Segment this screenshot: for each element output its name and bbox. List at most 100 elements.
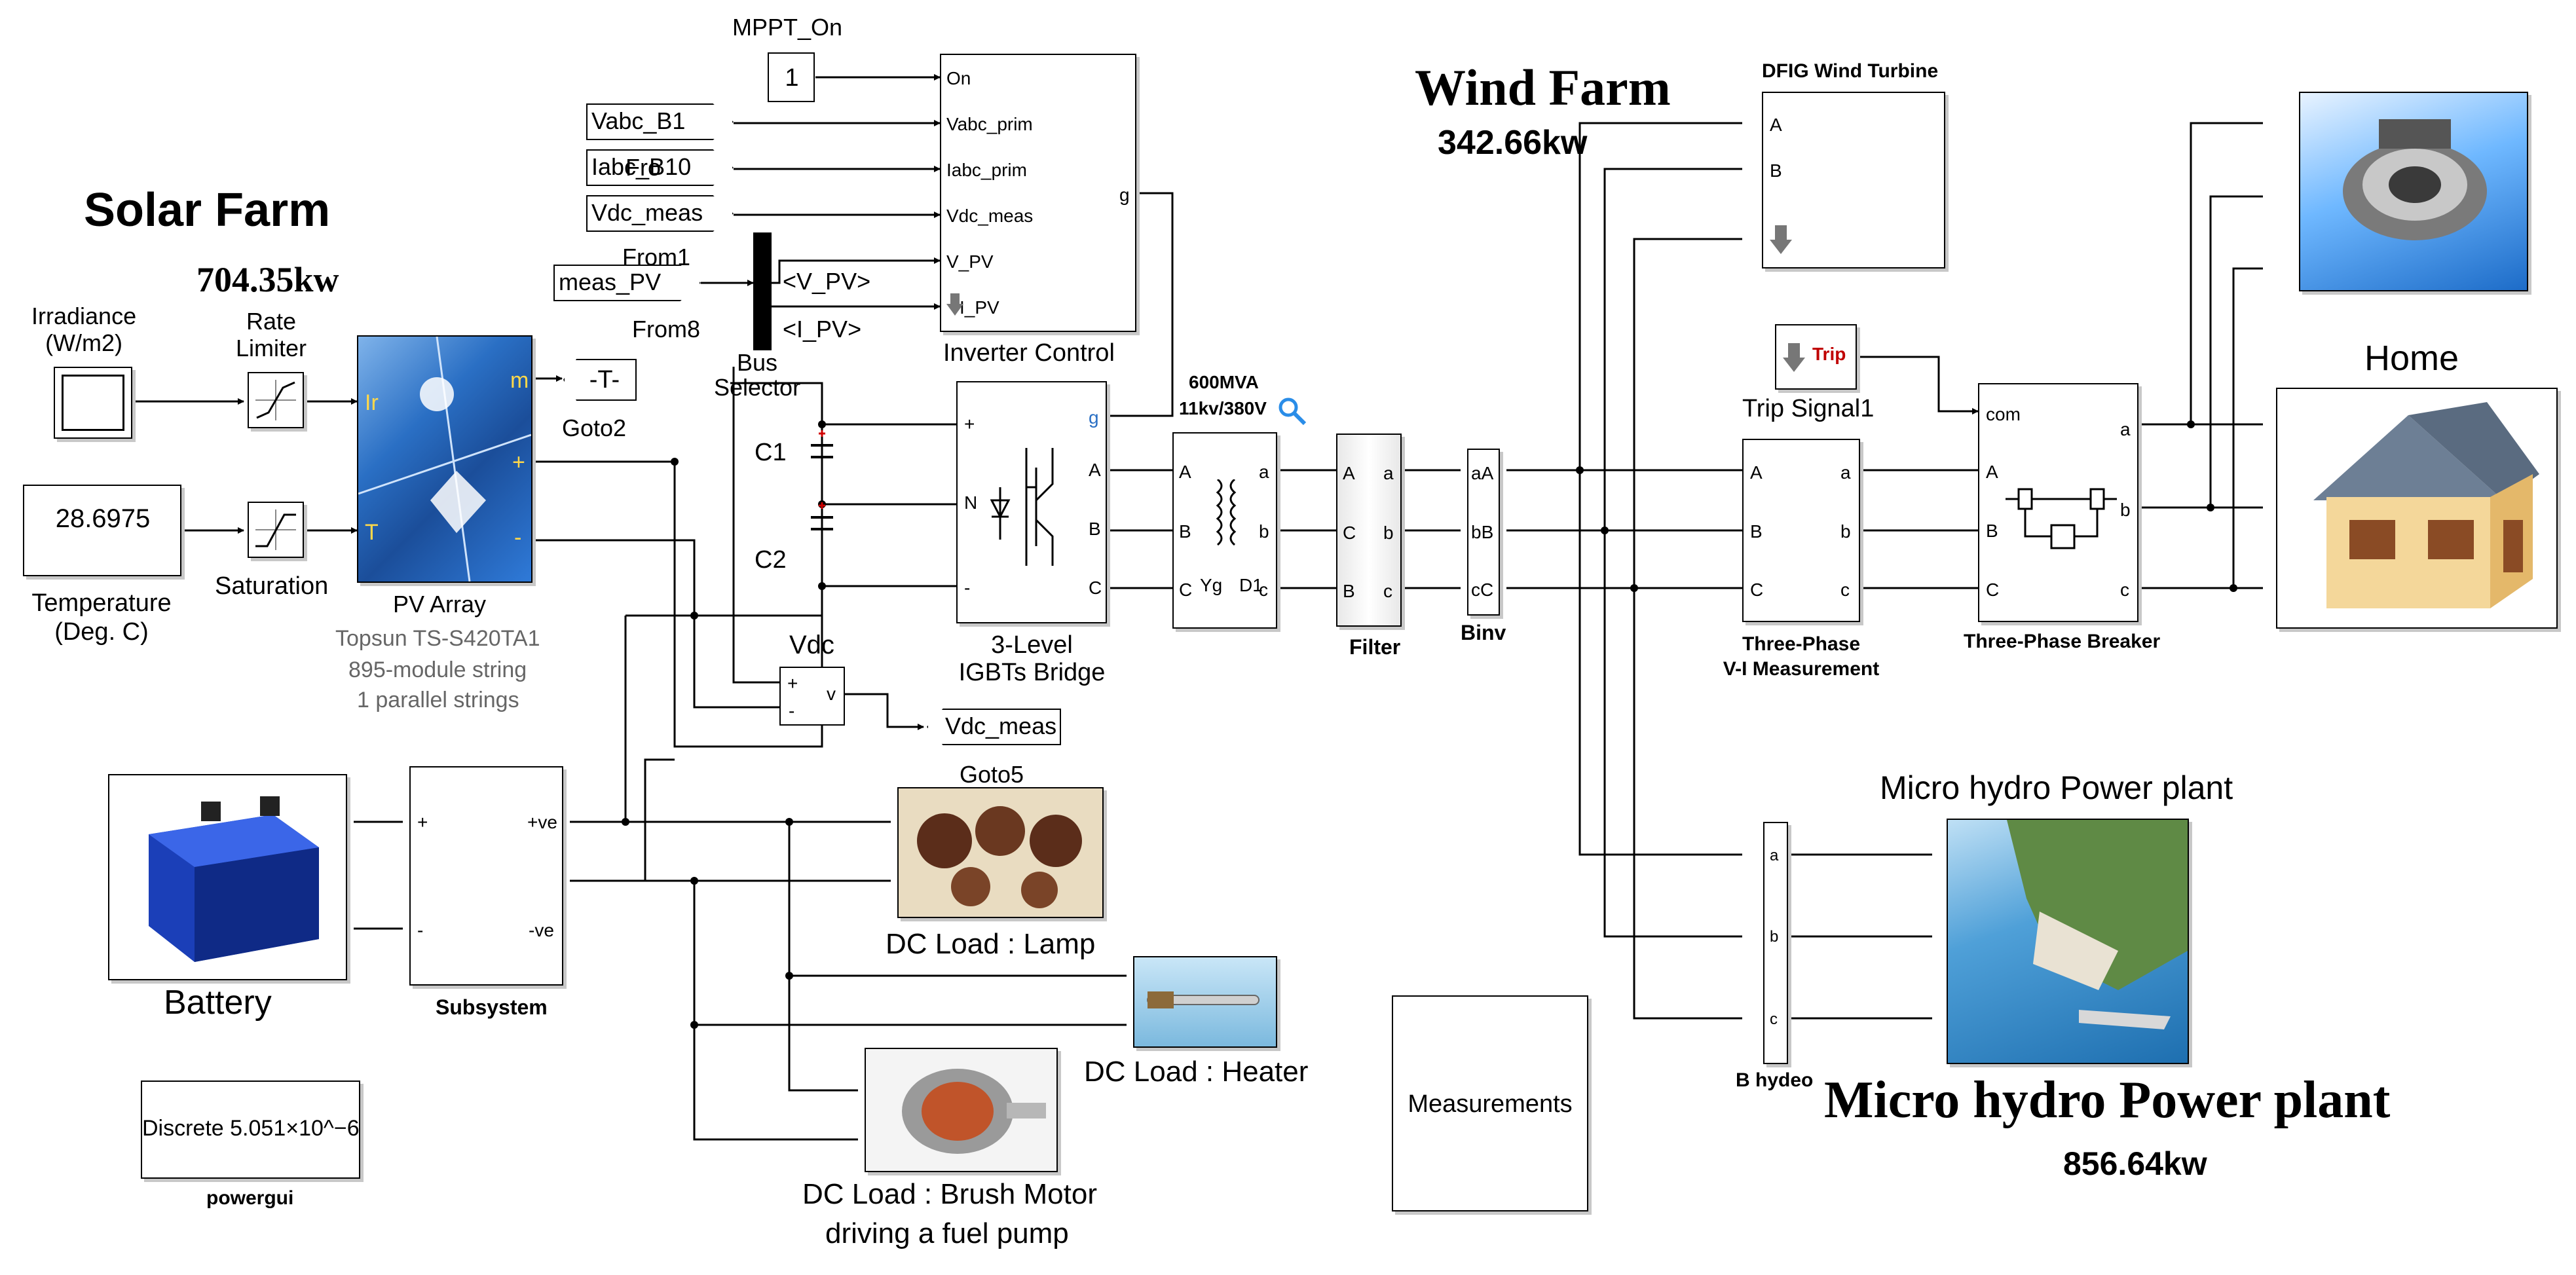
ic-port-ipv: I_PV bbox=[960, 297, 999, 318]
pv-array-block[interactable]: Ir T m + - bbox=[357, 335, 532, 583]
tr-yg: Yg bbox=[1200, 575, 1223, 595]
trip-signal-label: Trip Signal1 bbox=[1742, 395, 1875, 422]
from-meas-pv-tag[interactable]: meas_PV bbox=[553, 265, 701, 301]
zoom-icon[interactable] bbox=[1277, 396, 1307, 426]
pv-array-desc1: Topsun TS-S420TA1 bbox=[335, 626, 540, 651]
ic-port-on: On bbox=[946, 68, 971, 88]
transformer-rating2: 11kv/380V bbox=[1179, 398, 1267, 418]
from8-label: From8 bbox=[632, 316, 701, 342]
house-icon bbox=[2313, 402, 2539, 608]
temperature-label: Temperature (Deg. C) bbox=[31, 589, 172, 646]
three-phase-breaker-block[interactable]: com A B C a b c bbox=[1978, 383, 2138, 622]
dc-load-motor-image bbox=[865, 1048, 1058, 1172]
wind-farm-title: Wind Farm bbox=[1415, 59, 1671, 116]
saturation-icon bbox=[255, 509, 296, 550]
trip-tag: Trip bbox=[1812, 344, 1846, 364]
goto2-label: Goto2 bbox=[562, 415, 627, 441]
three-phase-breaker-label: Three-Phase Breaker bbox=[1964, 631, 2161, 652]
trip-signal-block[interactable]: Trip bbox=[1775, 324, 1857, 390]
measurements-label: Measurements bbox=[1408, 1090, 1573, 1118]
dfig-port-a: A bbox=[1770, 115, 1782, 135]
mppt-on-label: MPPT_On bbox=[732, 14, 843, 41]
bus-selector-block[interactable] bbox=[753, 232, 772, 350]
breaker-port-com: com bbox=[1986, 404, 2021, 424]
filter-port-a2: a bbox=[1383, 463, 1394, 483]
bus-selector-out1: <V_PV> bbox=[783, 268, 871, 295]
filter-port-c2: c bbox=[1383, 581, 1392, 601]
bus-selector-label: Bus Selector bbox=[714, 349, 801, 401]
temperature-constant-block[interactable]: 28.6975 bbox=[23, 485, 181, 576]
saturation-block[interactable] bbox=[248, 502, 304, 558]
inverter-control-block[interactable]: On Vabc_prim Iabc_prim Vdc_meas V_PV I_P… bbox=[940, 54, 1136, 332]
pv-panel-icon bbox=[358, 336, 532, 582]
powergui-label: powergui bbox=[206, 1187, 294, 1209]
b-hydeo-block[interactable]: a b c bbox=[1763, 822, 1788, 1064]
irradiance-label: Irradiance (W/m2) bbox=[31, 303, 137, 357]
goto5-label: Goto5 bbox=[960, 761, 1024, 788]
from-iabc-tag[interactable]: Iabc_B10 bbox=[586, 149, 734, 186]
subsystem-out-pos: +ve bbox=[527, 812, 557, 832]
dfig-port-b: B bbox=[1770, 160, 1782, 181]
filter-port-b: B bbox=[1343, 581, 1355, 601]
battery-image bbox=[108, 774, 347, 980]
battery-label: Battery bbox=[164, 984, 272, 1022]
pv-port-minus: - bbox=[514, 525, 522, 550]
filter-block[interactable]: A C B a b c bbox=[1336, 434, 1402, 627]
vdc-sensor-block[interactable]: + - v bbox=[779, 667, 845, 726]
pv-array-desc3: 1 parallel strings bbox=[357, 688, 519, 712]
tr-port-b: B bbox=[1179, 521, 1191, 542]
dfig-wind-turbine-block[interactable]: A B bbox=[1762, 92, 1945, 268]
breaker-port-b: B bbox=[1986, 521, 1998, 541]
solar-farm-title: Solar Farm bbox=[84, 184, 331, 236]
pv-port-t: T bbox=[365, 520, 379, 545]
heater-rod-icon bbox=[1147, 991, 1260, 1008]
subsystem-port-plus: + bbox=[417, 812, 428, 832]
transformer-rating1: 600MVA bbox=[1189, 372, 1259, 392]
igbt-switch-icon bbox=[990, 448, 1054, 566]
filter-port-a: A bbox=[1343, 463, 1355, 483]
tr-port-c2: c bbox=[1259, 580, 1268, 600]
goto5-tag[interactable]: Vdc_meas bbox=[927, 709, 1061, 745]
from-vdc-tag[interactable]: Vdc_meas bbox=[586, 195, 734, 232]
dc-load-lamp-image bbox=[897, 787, 1104, 918]
ic-port-vdc: Vdc_meas bbox=[946, 206, 1034, 226]
vi-measurement-block[interactable]: A B C a b c bbox=[1742, 439, 1860, 622]
vdc-label: Vdc bbox=[789, 631, 834, 659]
breaker-port-c2: c bbox=[2120, 580, 2129, 600]
transformer-block[interactable]: A B C a b c Yg D1 bbox=[1172, 432, 1277, 629]
powergui-block[interactable]: Discrete 5.051×10^−6 bbox=[141, 1081, 360, 1179]
temperature-value: 28.6975 bbox=[55, 504, 151, 533]
dc-load-lamp-label: DC Load : Lamp bbox=[886, 928, 1096, 960]
capacitor-c1-label: C1 bbox=[755, 439, 787, 466]
vi-port-c: C bbox=[1750, 580, 1764, 600]
wind-farm-power: 342.66kw bbox=[1438, 124, 1588, 162]
tr-port-a2: a bbox=[1259, 462, 1269, 482]
b-hydeo-label: B hydeo bbox=[1736, 1069, 1814, 1091]
motor-machine-icon bbox=[2343, 119, 2487, 240]
vdc-port-minus: - bbox=[789, 701, 795, 721]
breaker-port-a2: a bbox=[2120, 419, 2131, 439]
vi-measurement-label: Three-Phase V-I Measurement bbox=[1723, 633, 1880, 680]
vdc-port-out: v bbox=[827, 684, 836, 704]
measurements-block[interactable]: Measurements bbox=[1392, 995, 1588, 1211]
micro-hydro-image bbox=[1947, 819, 2189, 1064]
goto2-tag[interactable]: -T- bbox=[563, 359, 637, 401]
igbt-port-g: g bbox=[1089, 407, 1099, 428]
irradiance-signal-block[interactable] bbox=[54, 367, 132, 439]
bus-selector-out2: <I_PV> bbox=[783, 316, 862, 342]
igbt-port-b: B bbox=[1089, 519, 1101, 539]
battery-icon bbox=[149, 796, 319, 962]
mppt-constant-block[interactable]: 1 bbox=[768, 52, 815, 102]
from-vabc-tag[interactable]: Vabc_B1 bbox=[586, 103, 734, 140]
rate-limiter-block[interactable] bbox=[248, 372, 304, 428]
subsystem-block[interactable]: + - +ve -ve bbox=[409, 766, 563, 986]
tr-port-b2: b bbox=[1259, 521, 1269, 542]
igbt-bridge-block[interactable]: + N - g A B C bbox=[956, 381, 1107, 623]
pv-array-desc2: 895-module string bbox=[348, 657, 527, 682]
binv-block[interactable]: aA bB cC bbox=[1467, 449, 1500, 616]
bhydeo-port-b: b bbox=[1770, 928, 1779, 946]
powergui-value: Discrete 5.051×10^−6 bbox=[142, 1116, 360, 1141]
dc-load-heater-label: DC Load : Heater bbox=[1084, 1056, 1309, 1088]
solar-farm-power: 704.35kw bbox=[196, 260, 339, 299]
pv-array-label: PV Array bbox=[393, 591, 487, 618]
